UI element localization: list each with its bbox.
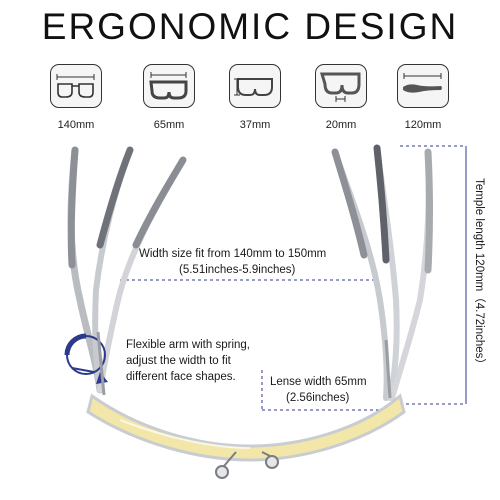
width-callout-line1: Width size fit from 140mm to 150mm [139,248,327,260]
dimension-label: 140mm [57,119,95,131]
dimension-label: 120mm [404,119,442,131]
flex-arm-callout: Flexible arm with spring, adjust the wid… [126,337,250,385]
width-callout-line2: (5.51inches-5.9inches) [179,264,296,276]
lens-width-callout: Lense width 65mm (2.56inches) [270,374,367,406]
temple-length-label: Temple length 120mm（4.72inches） [472,175,488,373]
temple-length-icon [397,64,449,108]
nose-pads [215,451,279,479]
dimension-label: 37mm [239,119,271,131]
right-temple-arms [331,144,433,401]
width-callout: Width size fit from 140mm to 150mm (5.51… [139,246,326,278]
flex-callout-line1: Flexible arm with spring, [126,339,250,351]
lens-callout-line1: Lense width 65mm [270,376,367,388]
lens-callout-line2: (2.56inches) [286,392,350,404]
lens-height-icon [229,64,281,108]
bridge-width-icon [315,64,367,108]
left-temple-arms [67,146,187,394]
hinge-detail [96,331,392,399]
flex-callout-line2: adjust the width to fit [126,355,231,367]
page-title: ERGONOMIC DESIGN [41,6,459,47]
dimension-label: 65mm [153,119,185,131]
dimension-label: 20mm [325,119,357,131]
front-width-icon [50,64,102,108]
frame-height-icon [143,64,195,108]
lens-front [86,393,406,462]
flex-callout-line3: different face shapes. [126,371,236,383]
